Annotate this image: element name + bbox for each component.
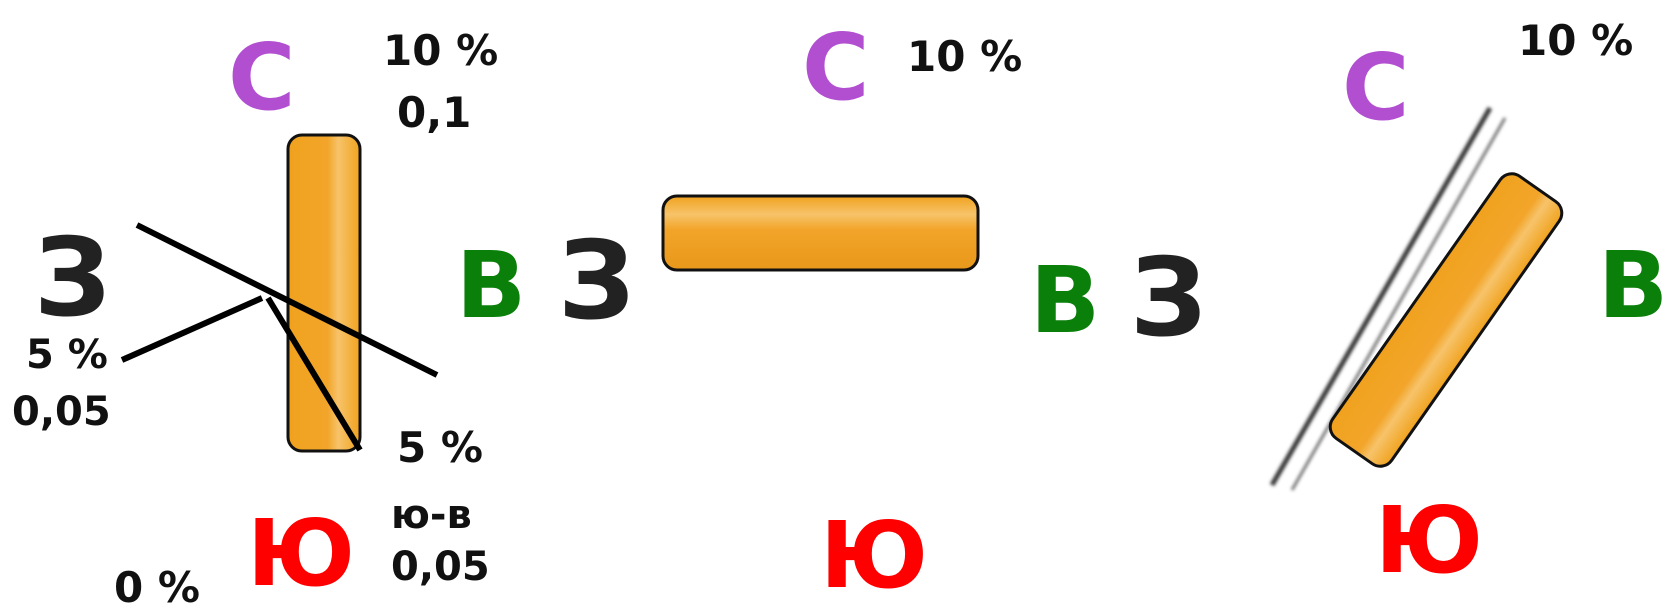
panel-3 — [1205, 106, 1590, 491]
panel3-south-label: Ю — [1375, 487, 1483, 594]
panel2-south-label: Ю — [820, 502, 928, 609]
panel1-north-value: 0,1 — [397, 88, 472, 137]
panel1-west-label: З — [34, 216, 111, 341]
panel1-southeast-value: 0,05 — [391, 544, 490, 590]
panel3-west-label: З — [1130, 236, 1207, 361]
panel3-diagonal-line-2 — [1290, 117, 1507, 491]
panel1-bar-vertical — [286, 133, 362, 453]
panel2-north-pct: 10 % — [907, 32, 1023, 81]
panel1-east-label: В — [456, 232, 527, 339]
panel1-wind-line-west — [135, 222, 439, 378]
panel1-southeast-pct: 5 % — [397, 423, 483, 472]
panel1-south-pct: 0 % — [114, 563, 200, 612]
panel3-bar-diagonal — [1328, 172, 1564, 468]
panel1-wind-line-southwest — [120, 295, 264, 363]
panel2-bar-horizontal — [661, 194, 980, 272]
panel1-west-pct: 5 % — [26, 332, 108, 378]
panel1-north-label: С — [228, 24, 296, 131]
panel1-southeast-direction: ю-в — [391, 492, 472, 538]
panel2-east-label: В — [1030, 247, 1101, 354]
panel1-west-value: 0,05 — [12, 389, 111, 435]
panel-1 — [115, 133, 439, 475]
panel-2 — [620, 150, 1005, 470]
panel3-north-label: С — [1342, 34, 1410, 141]
panel1-south-label: Ю — [247, 500, 355, 607]
panel3-north-pct: 10 % — [1518, 16, 1634, 65]
panel1-north-pct: 10 % — [383, 26, 499, 75]
panel1-wind-line-southeast — [265, 296, 363, 452]
panel2-west-label: З — [558, 219, 635, 344]
panel2-north-label: С — [802, 14, 870, 121]
panel3-east-label: В — [1598, 232, 1664, 339]
panel3-diagonal-line — [1269, 106, 1493, 487]
